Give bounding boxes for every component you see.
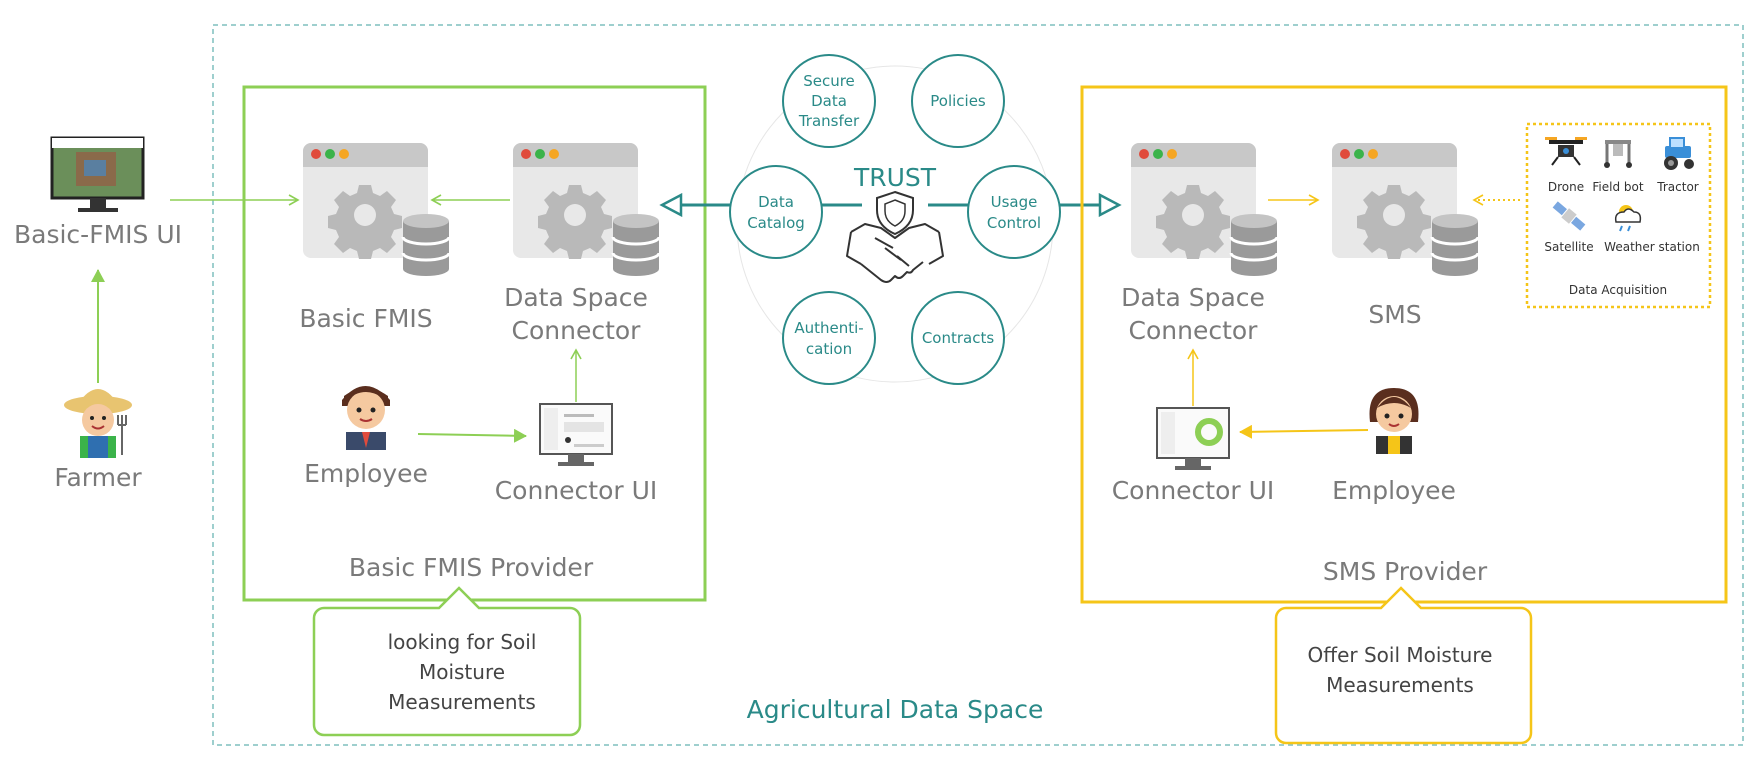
data-acquisition-box: [1525, 122, 1712, 309]
data-space-label: Agricultural Data Space: [747, 695, 1044, 724]
desktop-monitor-icon: [50, 136, 145, 212]
left-request-bubble: looking for Soil Moisture Measurements: [312, 586, 582, 737]
right-connector-app-icon: [1129, 141, 1279, 278]
svg-text:Usage: Usage: [991, 193, 1038, 211]
right-connector-ui-label: Connector UI: [1112, 476, 1275, 505]
left-connector-app-icon: [511, 141, 661, 278]
svg-text:Secure: Secure: [803, 72, 855, 90]
data-acquisition: Drone Field bot Tractor Satellite Weathe…: [1525, 122, 1712, 309]
handshake-icon: [846, 223, 944, 283]
right-bubble-shape: [1274, 586, 1533, 745]
field-bot-icon: [1604, 140, 1632, 168]
svg-text:Authenti-: Authenti-: [794, 319, 863, 337]
satellite-icon: [1552, 201, 1586, 231]
trust-item-authentication: Authenti- cation: [782, 291, 876, 385]
basic-fmis-ui: Basic-FMIS UI: [14, 136, 182, 249]
trust-item-usage-control: Usage Control: [967, 165, 1061, 259]
acq-item-field-bot: Field bot: [1592, 180, 1643, 194]
trust-item-secure-data-transfer: Secure Data Transfer: [782, 54, 876, 148]
right-employee: Employee: [1332, 388, 1456, 505]
left-connector-ui: Connector UI: [495, 403, 658, 505]
sms-app-icon: [1330, 141, 1480, 278]
connector-ui-monitor-icon: [1156, 407, 1230, 471]
svg-text:Contracts: Contracts: [922, 329, 995, 347]
left-employee-label: Employee: [304, 459, 428, 488]
sms-provider-title: SMS Provider: [1323, 557, 1488, 586]
basic-fmis-label: Basic FMIS: [299, 304, 432, 333]
employee-to-connector-ui-arrow: [417, 428, 527, 443]
svg-text:Data: Data: [811, 92, 847, 110]
trust-item-policies: Policies: [911, 54, 1005, 148]
acq-item-tractor: Tractor: [1656, 180, 1698, 194]
acq-item-satellite: Satellite: [1544, 240, 1593, 254]
left-bubble-shape: [312, 586, 582, 737]
right-connector-label-line2: Connector: [1129, 316, 1259, 345]
tractor-icon: [1664, 137, 1694, 170]
farmer-icon: [64, 389, 132, 458]
basic-fmis-ui-label: Basic-FMIS UI: [14, 220, 182, 249]
left-connector-ui-label: Connector UI: [495, 476, 658, 505]
left-employee: Employee: [304, 386, 428, 488]
acq-item-weather-station: Weather station: [1604, 240, 1700, 254]
basic-fmis-provider-box: [242, 85, 707, 602]
trust-item-contracts: Contracts: [911, 291, 1005, 385]
left-connector-label-line2: Connector: [512, 316, 642, 345]
trust-title: TRUST: [853, 163, 937, 192]
sms-provider: SMS Provider Data Space Connector SMS: [1080, 85, 1728, 604]
data-space-border: [212, 24, 1744, 746]
svg-text:Control: Control: [987, 214, 1041, 232]
left-bubble-line1: looking for Soil: [388, 630, 537, 654]
basic-fmis-provider: Basic FMIS Provider Basic FMIS Data Spac…: [242, 85, 707, 602]
female-employee-icon: [1369, 388, 1419, 454]
trust-item-data-catalog: Data Catalog: [729, 165, 823, 259]
right-bubble-line1: Offer Soil Moisture: [1308, 643, 1493, 667]
svg-text:Catalog: Catalog: [747, 214, 805, 232]
basic-fmis-provider-title: Basic FMIS Provider: [349, 553, 594, 582]
sms-label: SMS: [1368, 300, 1421, 329]
right-connector-label-line1: Data Space: [1121, 283, 1265, 312]
weather-station-icon: [1614, 205, 1642, 232]
acq-item-drone: Drone: [1548, 180, 1584, 194]
left-connector-label-line1: Data Space: [504, 283, 648, 312]
right-offer-bubble: Offer Soil Moisture Measurements: [1274, 586, 1533, 745]
data-acquisition-title: Data Acquisition: [1569, 283, 1667, 297]
male-employee-icon: [342, 386, 390, 450]
trust-hub: TRUST Secure Data Transfer Policies Data…: [663, 54, 1118, 385]
drone-icon: [1545, 137, 1587, 166]
right-connector-ui: Connector UI: [1112, 407, 1275, 505]
svg-text:cation: cation: [806, 340, 852, 358]
basic-fmis-app-icon: [301, 141, 451, 278]
svg-text:Transfer: Transfer: [798, 112, 860, 130]
svg-text:Data: Data: [758, 193, 794, 211]
right-employee-to-ui-arrow: [1239, 424, 1369, 439]
svg-text:Policies: Policies: [930, 92, 986, 110]
shield-icon: [876, 190, 914, 236]
right-bubble-line2: Measurements: [1326, 673, 1474, 697]
right-employee-label: Employee: [1332, 476, 1456, 505]
farmer-label: Farmer: [54, 463, 142, 492]
farmer: Farmer: [54, 389, 142, 492]
left-bubble-line2: Moisture: [419, 660, 505, 684]
left-bubble-line3: Measurements: [388, 690, 536, 714]
connector-ui-monitor-icon: [539, 403, 613, 467]
